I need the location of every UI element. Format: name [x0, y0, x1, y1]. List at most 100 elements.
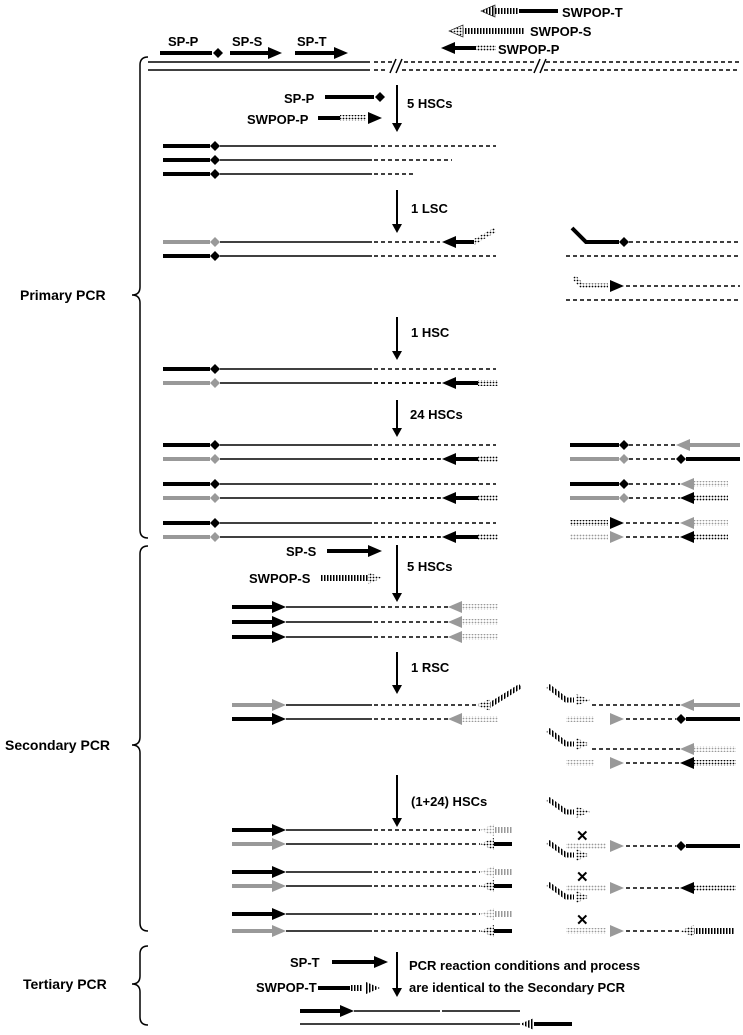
- primer-tail: [572, 275, 608, 289]
- arrow-head-right: [368, 545, 382, 557]
- arrow-head-left: [480, 908, 494, 920]
- arrow-head-right: [374, 956, 388, 968]
- primer-tail: [546, 728, 574, 747]
- secondary-primer-1-label: SP-S: [286, 544, 317, 559]
- primer-diamond: [210, 155, 220, 165]
- arrow-head-right: [368, 572, 382, 584]
- arrow-head-left: [448, 631, 462, 643]
- arrow-head-right: [610, 713, 624, 725]
- primer-tail: [462, 604, 498, 610]
- arrow-head-left: [680, 757, 694, 769]
- primary-pcr-label: Primary PCR: [20, 287, 106, 303]
- arrow-head-right: [272, 699, 286, 711]
- primer-tail: [570, 534, 608, 540]
- primer-diamond: [210, 454, 220, 464]
- primary-step-3-label: 1 HSC: [411, 325, 450, 340]
- arrow-head-left: [442, 377, 456, 389]
- arrow-head-right: [272, 880, 286, 892]
- swpop-s-primer: [448, 24, 525, 38]
- primer-tail: [490, 684, 522, 708]
- arrow-head-right: [272, 631, 286, 643]
- arrow-head-left: [480, 838, 494, 850]
- primer-tail: [462, 716, 498, 722]
- arrow-head-right: [610, 517, 624, 529]
- primer-diamond: [619, 237, 629, 247]
- secondary-step-1-label: 5 HSCs: [407, 559, 453, 574]
- secondary-primer-2-label: SWPOP-S: [249, 571, 311, 586]
- primer-diamond: [210, 237, 220, 247]
- primer-tail: [694, 885, 736, 891]
- primer-tail: [474, 228, 496, 245]
- primer-tail: [478, 534, 498, 540]
- secondary-brace: [131, 545, 149, 932]
- arrow-head-right: [610, 280, 624, 292]
- arrow-head-left: [448, 616, 462, 628]
- primer-diamond: [676, 841, 686, 851]
- primer-diamond: [619, 454, 629, 464]
- arrow-head-left: [442, 492, 456, 504]
- arrow-head-left: [448, 601, 462, 613]
- primary-primer-2-label: SWPOP-P: [247, 112, 309, 127]
- arrow-head-right: [272, 616, 286, 628]
- arrow-head-left: [442, 236, 456, 248]
- arrow-head-left: [480, 925, 494, 937]
- primer-tail: [494, 869, 512, 875]
- sp-p-primer: [160, 48, 223, 58]
- arrow-head-left: [480, 824, 494, 836]
- primer-tail: [694, 746, 736, 752]
- primer-tail: [478, 380, 498, 386]
- arrow-head-left: [680, 531, 694, 543]
- primary-step-4-label: 24 HSCs: [410, 407, 463, 422]
- primer-diamond: [210, 518, 220, 528]
- arrow-head-right: [576, 806, 590, 818]
- arrow-head-left: [476, 699, 490, 711]
- primer-tail: [462, 619, 498, 625]
- arrow-head-left: [680, 478, 694, 490]
- primer-diamond: [210, 493, 220, 503]
- swpop-t-label: SWPOP-T: [562, 5, 623, 20]
- arrow-head-left: [680, 699, 694, 711]
- arrow-head-right: [272, 908, 286, 920]
- tertiary-primer-1-label: SP-T: [290, 955, 320, 970]
- secondary-step-2-label: 1 RSC: [411, 660, 450, 675]
- sp-s-primer: [230, 47, 282, 59]
- arrow-head-right: [272, 925, 286, 937]
- primer-tail: [566, 928, 606, 934]
- primary-brace: [131, 56, 149, 539]
- primer-diamond: [619, 479, 629, 489]
- failed-cross-2: ✕: [576, 869, 589, 886]
- sp-s-label: SP-S: [232, 34, 263, 49]
- tertiary-primer-2-label: SWPOP-T: [256, 980, 317, 995]
- primer-tail: [546, 684, 574, 703]
- primer-tail: [570, 520, 608, 526]
- arrow-head-left: [680, 882, 694, 894]
- arrow-head-right: [366, 982, 380, 994]
- primer-tail: [566, 760, 594, 766]
- arrow-head-left: [520, 1018, 534, 1030]
- primer-tail: [566, 843, 606, 849]
- arrow-head-right: [576, 849, 590, 861]
- sp-t-primer: [295, 47, 348, 59]
- step-arrows: [392, 85, 402, 997]
- tertiary-note-line-1: PCR reaction conditions and process: [409, 958, 640, 973]
- swpop-s-label: SWPOP-S: [530, 24, 592, 39]
- arrow-head-left: [680, 743, 694, 755]
- primer-diamond: [676, 454, 686, 464]
- arrow-head-left: [680, 925, 694, 937]
- arrow-head-left: [448, 713, 462, 725]
- swpop-p-label: SWPOP-P: [498, 42, 560, 57]
- arrow-head-right: [610, 531, 624, 543]
- arrow-head-right: [272, 713, 286, 725]
- arrow-head-right: [272, 838, 286, 850]
- arrow-head-right: [610, 840, 624, 852]
- swpop-p-primer: [441, 42, 496, 54]
- arrow-head-left: [480, 880, 494, 892]
- primary-step-2-label: 1 LSC: [411, 201, 448, 216]
- arrow-head-right: [576, 694, 590, 706]
- top-primers: SP-P SP-S SP-T SWPOP-T SWPOP-S SWPOP-P: [160, 4, 623, 59]
- template-dna: [148, 58, 740, 74]
- primer-tail: [694, 534, 728, 540]
- sp-t-label: SP-T: [297, 34, 327, 49]
- primer-diamond: [676, 714, 686, 724]
